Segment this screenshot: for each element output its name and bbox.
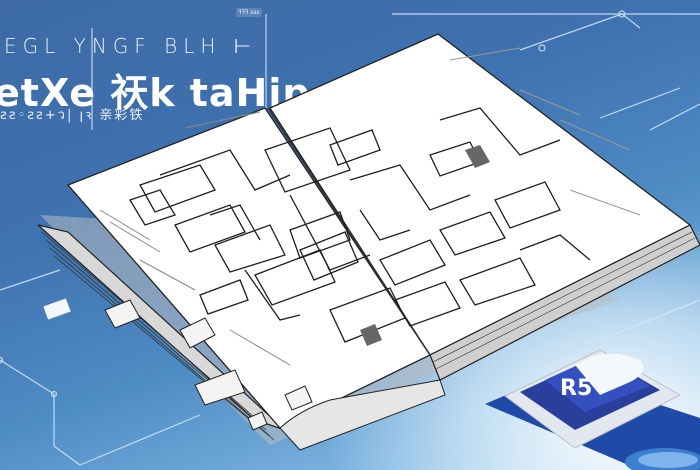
badge-glyph: R5 — [560, 376, 592, 401]
headline-line-3: ꙅꙅ◦ꙅꙅ+ว| ꞁꝛ 亲彩铁 — [0, 108, 145, 123]
headline-line-1: EGL YNGF BLH ⊢ — [4, 34, 258, 58]
headline-line-2: etXe 祆k taHip — [0, 71, 311, 115]
top-label: ꟻꟻꟻ ꙅꙅꙅ — [236, 8, 262, 17]
